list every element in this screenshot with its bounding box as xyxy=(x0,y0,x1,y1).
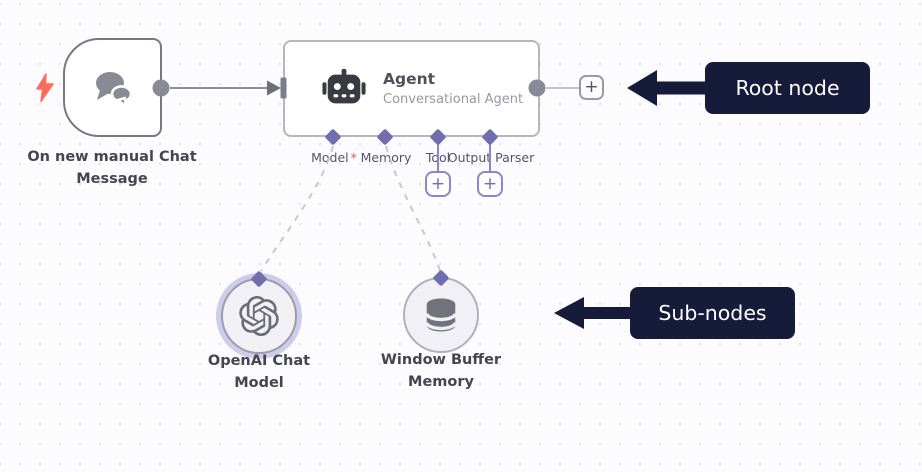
sub-nodes-arrow-icon xyxy=(554,297,632,329)
connection-arrowhead-icon xyxy=(267,80,281,96)
openai-icon xyxy=(239,296,279,336)
root-node-arrow-icon xyxy=(627,70,706,106)
openai-node-label: OpenAI Chat Model xyxy=(207,353,311,391)
window-buffer-memory-node[interactable] xyxy=(403,277,479,353)
agent-node[interactable]: Agent Conversational Agent xyxy=(283,40,540,137)
port-label-model: Model* xyxy=(311,150,357,165)
robot-icon xyxy=(322,68,366,103)
required-marker: * xyxy=(350,150,357,165)
agent-node-subtitle: Conversational Agent xyxy=(383,91,524,107)
port-label-tool: Tool xyxy=(425,150,451,165)
add-tool-button[interactable]: + xyxy=(425,171,451,197)
trigger-lightning-icon xyxy=(36,73,54,107)
wbm-node-label: Window Buffer Memory xyxy=(380,352,502,390)
port-label-output-parser: Output Parser xyxy=(447,150,535,165)
database-icon xyxy=(425,298,457,332)
port-label-memory: Memory xyxy=(360,150,412,165)
sub-nodes-annotation[interactable]: Sub-nodes xyxy=(630,287,795,339)
trigger-node[interactable] xyxy=(63,38,162,137)
agent-node-title: Agent xyxy=(383,70,436,89)
openai-chat-model-node[interactable] xyxy=(221,278,297,354)
trigger-node-label: On new manual Chat Message xyxy=(27,149,197,187)
add-output-parser-button[interactable]: + xyxy=(477,171,503,197)
root-node-annotation[interactable]: Root node xyxy=(705,62,870,114)
add-node-after-agent-button[interactable]: + xyxy=(579,75,604,100)
chat-bubbles-icon xyxy=(95,71,132,108)
